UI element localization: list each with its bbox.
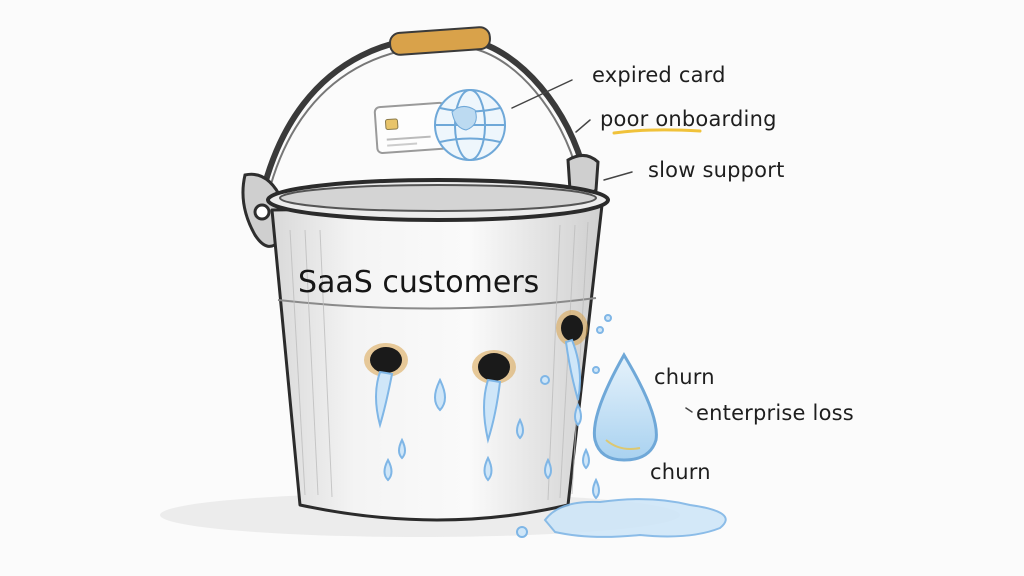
water-streams <box>375 338 581 444</box>
callout-poor-onboarding: poor onboarding <box>600 107 777 131</box>
callout-slow-support: slow support <box>648 158 785 182</box>
hole-middle <box>472 350 516 384</box>
bucket-holes <box>364 310 588 384</box>
hole-right <box>556 310 588 346</box>
water-droplets <box>383 314 612 500</box>
callout-expired-card: expired card <box>592 63 726 87</box>
bucket-title: SaaS customers <box>298 265 540 300</box>
callout-leaders <box>511 79 693 413</box>
handle-grip <box>389 26 491 56</box>
bucket-hatching <box>289 221 589 501</box>
hole-left <box>364 343 408 377</box>
water-puddle <box>543 498 727 538</box>
bucket-band <box>277 297 597 310</box>
water-drop-icon <box>592 352 658 462</box>
bucket-rim-inner <box>279 184 597 212</box>
onboarding-underline <box>612 128 702 135</box>
callout-churn-top: churn <box>654 365 715 389</box>
globe-icon <box>434 89 506 161</box>
puddle-droplet <box>516 526 528 538</box>
bucket-body <box>270 203 604 522</box>
callout-enterprise-loss: enterprise loss <box>696 401 854 425</box>
callout-churn-bottom: churn <box>650 460 711 484</box>
